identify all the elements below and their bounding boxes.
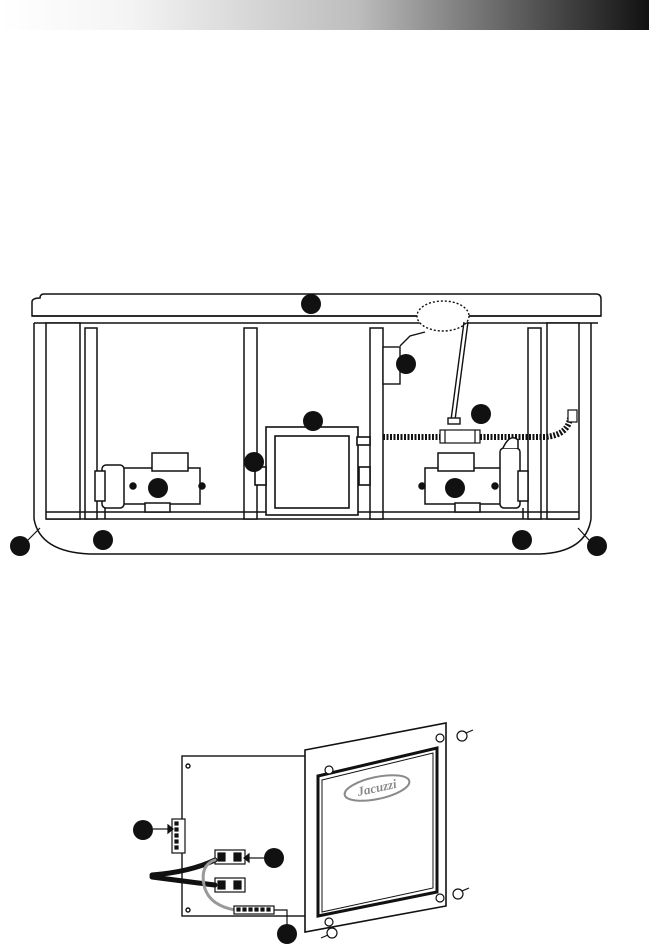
pump-right	[419, 438, 528, 519]
callout-marker	[244, 452, 264, 472]
callout-marker	[587, 536, 607, 556]
callout-marker	[277, 924, 297, 944]
callout-marker	[301, 294, 321, 314]
post	[528, 328, 541, 519]
ozone-cover	[417, 301, 469, 331]
post	[370, 328, 383, 519]
callout-marker	[471, 404, 491, 424]
callouts	[10, 294, 607, 556]
front-panel	[305, 723, 446, 932]
callout-marker	[396, 354, 416, 374]
post	[244, 328, 257, 519]
callout-marker	[133, 820, 153, 840]
callout-marker	[93, 530, 113, 550]
tub-base	[34, 519, 591, 554]
callout-marker	[303, 411, 323, 431]
callout-marker	[445, 478, 465, 498]
post	[46, 323, 80, 519]
header-gradient-bar	[0, 0, 649, 30]
back-plate	[182, 756, 317, 916]
callout-marker	[10, 536, 30, 556]
callout-marker	[264, 848, 284, 868]
callout-marker	[512, 530, 532, 550]
callout-marker	[148, 478, 168, 498]
heater	[440, 430, 480, 443]
control-panel-diagram: Jacuzzi	[0, 720, 649, 946]
union-right	[359, 467, 370, 485]
tub-cutaway-diagram	[0, 290, 649, 570]
